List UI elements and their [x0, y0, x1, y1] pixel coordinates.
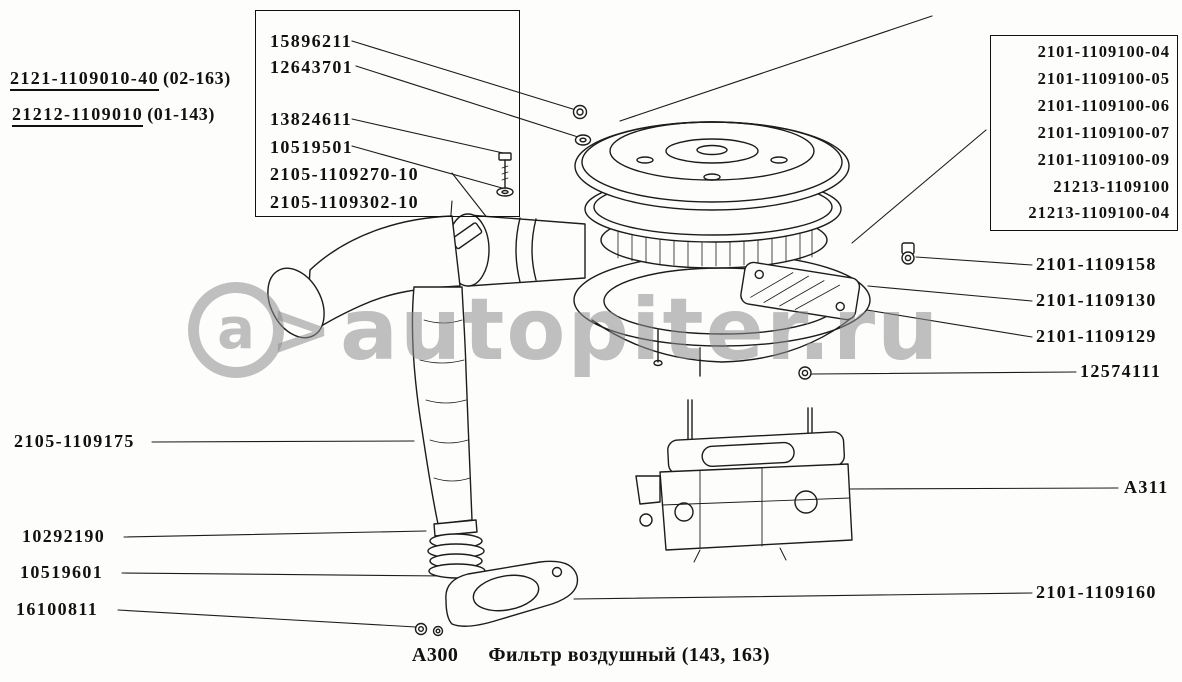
callout-label: 2101-1109160 — [1036, 582, 1157, 602]
intake-hose-drawing — [267, 215, 579, 637]
variant-label-1: 21212-1109010(01-143) — [12, 104, 215, 127]
hardware-drawing — [496, 104, 592, 197]
part-number: 21213-1109100-04 — [1028, 203, 1170, 223]
variant-note: (01-143) — [147, 104, 215, 124]
part-number: 2101-1109100-05 — [1037, 69, 1170, 89]
carburetor-drawing — [635, 399, 853, 563]
part-number: 2101-1109100-07 — [1037, 122, 1170, 142]
callout-label: 2101-1109130 — [1036, 290, 1157, 310]
hardware-parts-box: 15896211 12643701 13824611 10519501 2105… — [255, 10, 520, 217]
intake-snout-drawing — [446, 213, 586, 287]
part-number: 15896211 — [270, 31, 353, 51]
callout-label: 10519601 — [20, 562, 104, 582]
figure-code: А300 — [411, 644, 459, 666]
part-number: 2101-1109100-04 — [1037, 42, 1170, 62]
callout-label: 12574111 — [1080, 361, 1162, 381]
callout-label: 2105-1109175 — [14, 431, 135, 451]
variant-label-0: 2121-1109010-40(02-163) — [10, 68, 231, 91]
variant-number: 21212-1109010 — [12, 104, 144, 127]
part-number: 2101-1109100-06 — [1037, 96, 1170, 116]
part-number: 2101-1109100-09 — [1037, 149, 1170, 169]
part-number: 21213-1109100 — [1053, 176, 1170, 196]
figure-title: Фильтр воздушный (143, 163) — [488, 644, 771, 666]
callout-label: А311 — [1124, 477, 1169, 497]
part-number: 13824611 — [270, 109, 353, 129]
part-number: 10519501 — [270, 137, 354, 157]
air-filter-drawing — [573, 121, 915, 380]
figure-caption: А300 Фильтр воздушный (143, 163) — [0, 644, 1182, 667]
variant-number: 2121-1109010-40 — [10, 68, 159, 91]
part-number: 12643701 — [270, 57, 354, 77]
leader-lines — [117, 15, 1119, 628]
callout-label: 16100811 — [16, 599, 99, 619]
part-number: 2105-1109270-10 — [270, 164, 419, 184]
variant-note: (02-163) — [163, 68, 231, 88]
part-number: 2105-1109302-10 — [270, 192, 419, 212]
callout-label: 2101-1109158 — [1036, 254, 1157, 274]
callout-label: 2101-1109129 — [1036, 326, 1157, 346]
assembly-parts-box: 2101-1109100-04 2101-1109100-05 2101-110… — [990, 35, 1178, 231]
callout-label: 10292190 — [22, 526, 106, 546]
